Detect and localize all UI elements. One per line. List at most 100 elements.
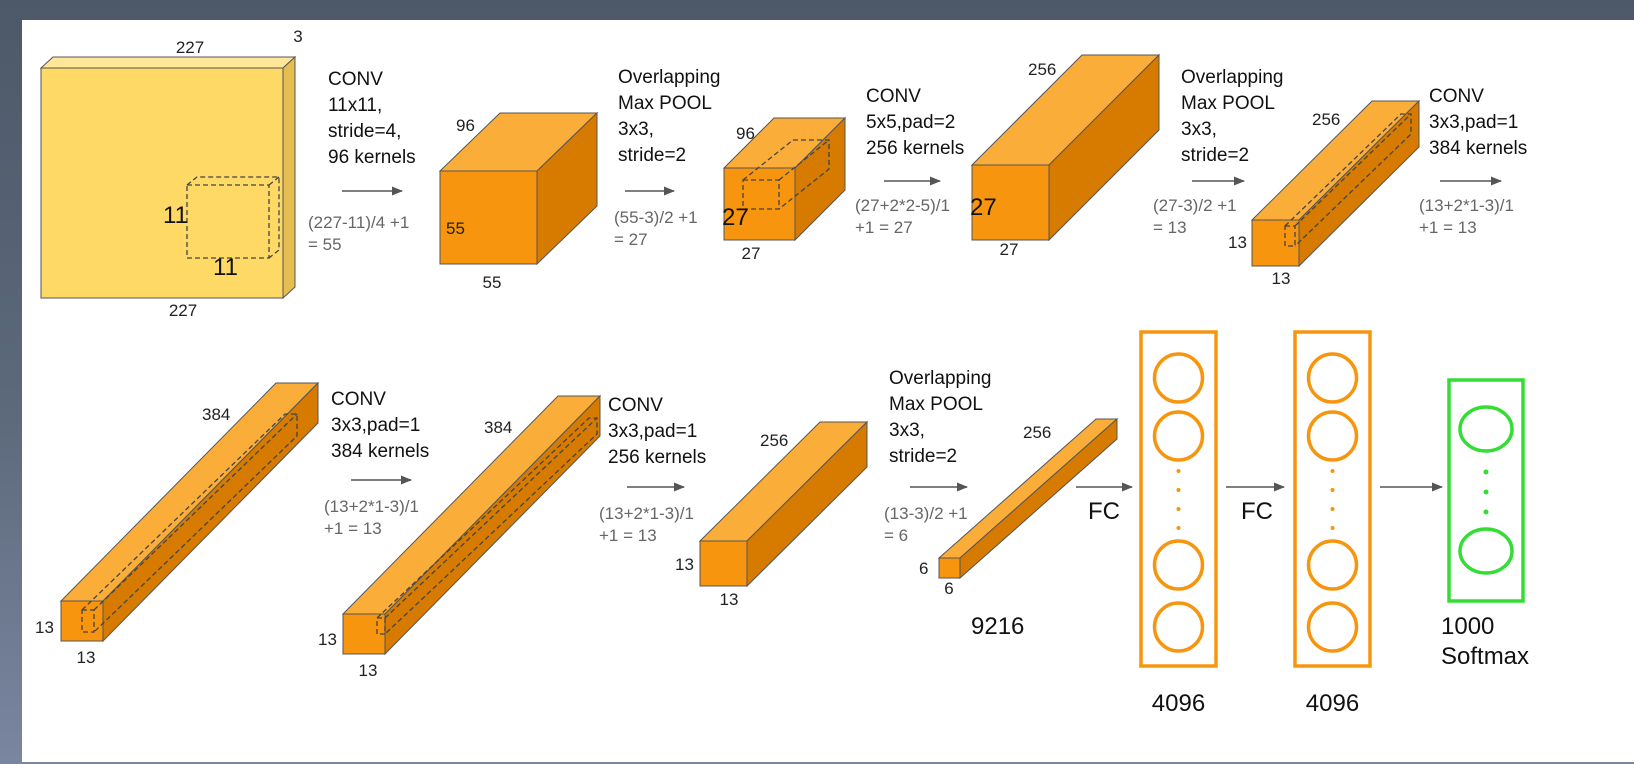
input-depth-label: 3: [293, 27, 302, 46]
conv1-desc-line-1: CONV: [328, 69, 383, 90]
softmax-ellipsis-dot-1: [1483, 469, 1489, 475]
conv5-desc-line-1: CONV: [608, 395, 663, 416]
softmax-neuron-2: [1458, 527, 1514, 575]
pool1-height-label: 27: [722, 204, 749, 231]
conv3-height-label: 13: [35, 618, 54, 637]
pool2-desc-line-2: Max POOL: [1181, 93, 1275, 114]
fc2-layer-neuron-2: [1306, 410, 1359, 462]
pool3-width-label: 6: [944, 579, 953, 598]
fc2-layer-frame: [1293, 330, 1372, 668]
conv3-kernel-front: [81, 609, 95, 633]
pool1-width-label: 27: [742, 244, 761, 263]
pool1-calc-line-2: = 27: [614, 230, 648, 249]
pool1-calc-line-1: (55-3)/2 +1: [614, 208, 698, 227]
conv4-desc-line-2: 3x3,pad=1: [331, 415, 420, 436]
conv4-height-label: 13: [318, 630, 337, 649]
fc1-layer-neuron-3: [1152, 539, 1205, 591]
softmax-output-line-1: 1000: [1441, 613, 1494, 640]
conv5-width-label: 13: [720, 590, 739, 609]
conv5-depth-label: 256: [760, 431, 788, 450]
conv4-volume-front: [342, 613, 386, 655]
pool2-kernel-front: [1284, 225, 1296, 247]
pool2-calc-line-1: (27-3)/2 +1: [1153, 196, 1237, 215]
conv1-desc-line-3: stride=4,: [328, 121, 401, 142]
conv2-desc-line-1: CONV: [866, 86, 921, 107]
conv4-calc-line-1: (13+2*1-3)/1: [324, 497, 419, 516]
fc1-layer-size-label: 4096: [1152, 690, 1205, 717]
fc1-layer-ellipsis-dot-1: [1176, 469, 1181, 473]
input-kernel-back: [186, 176, 280, 259]
pool2-calc-line-2: = 13: [1153, 218, 1187, 237]
conv4-depth-label: 384: [484, 418, 512, 437]
pool1-desc-line-2: Max POOL: [618, 93, 712, 114]
input-kernel-front: [186, 184, 270, 259]
conv1-desc-line-4: 96 kernels: [328, 147, 416, 168]
pool2-desc-line-4: stride=2: [1181, 145, 1249, 166]
conv2-calc-line-2: +1 = 27: [855, 218, 913, 237]
pool1-desc-line-1: Overlapping: [618, 67, 720, 88]
pool1-kernel-front: [742, 179, 780, 210]
kernel-width-label: 11: [213, 254, 238, 281]
pool2-height-label: 13: [1228, 233, 1247, 252]
conv3-calc-line-2: +1 = 13: [1419, 218, 1477, 237]
conv4-kernel-edge: [384, 417, 598, 619]
conv2-width-label: 27: [1000, 240, 1019, 259]
input-width-label: 227: [176, 38, 204, 57]
input-volume-front: [40, 67, 284, 299]
fc2-layer-neuron-1: [1306, 352, 1359, 404]
softmax-frame: [1447, 378, 1525, 603]
pool1-desc-line-3: 3x3,: [618, 119, 654, 140]
pool3-desc-line-1: Overlapping: [889, 368, 991, 389]
fc2-layer-ellipsis-dot-2: [1330, 488, 1335, 492]
pool1-desc-line-4: stride=2: [618, 145, 686, 166]
conv2-height-label: 27: [970, 194, 997, 221]
fc2-label: FC: [1241, 498, 1273, 525]
pool3-calc-line-2: = 6: [884, 526, 908, 545]
conv4-kernel-front: [376, 617, 386, 635]
pool2-depth-label: 256: [1312, 110, 1340, 129]
softmax-output-line-2: Softmax: [1441, 643, 1529, 670]
conv5-volume-front: [699, 540, 748, 587]
fc1-layer-neuron-1: [1152, 352, 1205, 404]
conv1-depth-label: 96: [456, 116, 475, 135]
fc2-layer-size-label: 4096: [1306, 690, 1359, 717]
conv5-calc-line-2: +1 = 13: [599, 526, 657, 545]
conv3-desc-line-2: 3x3,pad=1: [1429, 112, 1518, 133]
fc1-layer-neuron-4: [1152, 601, 1205, 653]
softmax-neuron-1: [1458, 405, 1514, 453]
fc1-layer-neuron-2: [1152, 410, 1205, 462]
conv1-calc-line-2: = 55: [308, 235, 342, 254]
fc2-layer-neuron-4: [1306, 601, 1359, 653]
conv2-desc-line-2: 5x5,pad=2: [866, 112, 955, 133]
pool3-desc-line-2: Max POOL: [889, 394, 983, 415]
fc1-label: FC: [1088, 498, 1120, 525]
conv5-calc-line-1: (13+2*1-3)/1: [599, 504, 694, 523]
conv1-width-label: 55: [483, 273, 502, 292]
conv1-calc-line-1: (227-11)/4 +1: [308, 213, 409, 232]
conv3-desc-line-3: 384 kernels: [1429, 138, 1527, 159]
pool2-desc-line-3: 3x3,: [1181, 119, 1217, 140]
pool3-desc-line-4: stride=2: [889, 446, 957, 467]
conv4-desc-line-3: 384 kernels: [331, 441, 429, 462]
conv1-volume-front: [439, 170, 538, 265]
pool1-kernel-edge: [778, 139, 830, 181]
pool1-depth-label: 96: [736, 124, 755, 143]
conv2-volume-front: [971, 164, 1050, 241]
fc1-layer-ellipsis-dot-3: [1176, 507, 1181, 511]
input-height-label: 227: [169, 301, 197, 320]
conv3-width-label: 13: [77, 648, 96, 667]
conv3-desc-line-1: CONV: [1429, 86, 1484, 107]
fc1-layer-ellipsis-dot-2: [1176, 488, 1181, 492]
input-volume-side: [282, 55, 296, 300]
conv3-volume-top: [59, 382, 320, 602]
pool2-kernel-edge: [1294, 113, 1412, 227]
conv5-desc-line-2: 3x3,pad=1: [608, 421, 697, 442]
conv5-height-label: 13: [675, 555, 694, 574]
conv2-calc-line-1: (27+2*2-5)/1: [855, 196, 950, 215]
pool3-depth-label: 256: [1023, 423, 1051, 442]
fc2-layer-ellipsis-dot-1: [1330, 469, 1335, 473]
conv3-depth-label: 384: [202, 405, 230, 424]
conv5-desc-line-3: 256 kernels: [608, 447, 706, 468]
